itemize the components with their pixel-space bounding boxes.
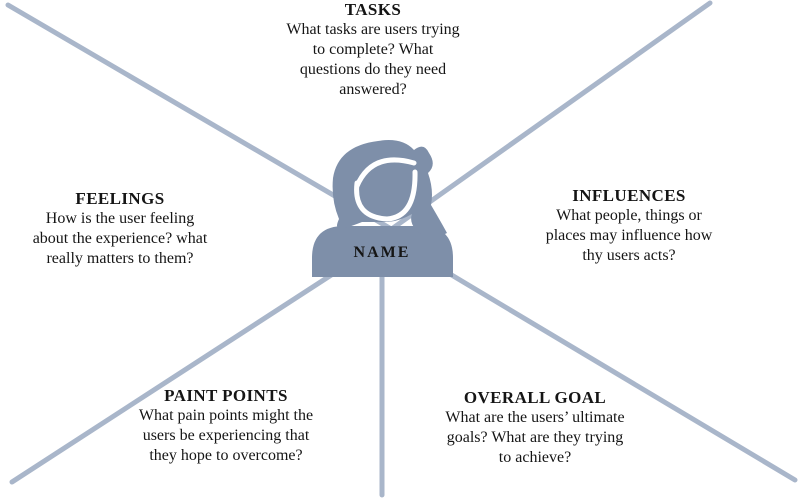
section-tasks-line: questions do they need <box>299 61 447 78</box>
section-overall-goal-line: goals? What are they trying <box>446 429 624 446</box>
section-overall-goal: OVERALL GOAL What are the users’ ultimat… <box>404 388 666 468</box>
ray-top-left <box>5 2 396 233</box>
section-tasks-line: What tasks are users trying <box>286 21 460 38</box>
avatar-torso <box>312 226 453 277</box>
section-influences-line: thy users acts? <box>582 247 676 264</box>
avatar-fringe <box>354 157 417 189</box>
section-influences-heading: INFLUENCES <box>572 186 686 205</box>
section-feelings-line: really matters to them? <box>46 250 194 267</box>
section-feelings-line: about the experience? what <box>32 230 208 247</box>
section-overall-goal-line: to achieve? <box>498 449 572 466</box>
section-pain-points-line: they hope to overcome? <box>149 447 303 464</box>
section-tasks-line: to complete? What <box>312 41 434 58</box>
avatar-face-outline <box>354 169 418 222</box>
section-pain-points-heading: PAINT POINTS <box>164 386 288 405</box>
section-pain-points-line: What pain points might the <box>138 407 314 424</box>
section-pain-points: PAINT POINTS What pain points might the … <box>95 386 357 466</box>
section-feelings-heading: FEELINGS <box>75 189 165 208</box>
section-influences-line: What people, things or <box>556 207 702 224</box>
persona-name-label: NAME <box>353 244 411 261</box>
section-feelings: FEELINGS How is the user feeling about t… <box>0 189 240 269</box>
section-overall-goal-line: What are the users’ ultimate <box>445 409 625 426</box>
ray-bottom-right <box>390 237 798 483</box>
section-feelings-line: How is the user feeling <box>45 210 195 227</box>
section-influences-line: places may influence how <box>545 227 713 244</box>
avatar-hair <box>332 140 447 238</box>
section-tasks-heading: TASKS <box>344 0 402 19</box>
section-tasks-line: answered? <box>339 81 407 98</box>
section-pain-points-line: users be experiencing that <box>142 427 310 444</box>
persona-avatar-icon <box>312 140 453 277</box>
section-overall-goal-heading: OVERALL GOAL <box>463 388 607 407</box>
ray-top-right <box>390 0 713 231</box>
section-tasks: TASKS What tasks are users trying to com… <box>237 0 509 100</box>
section-influences: INFLUENCES What people, things or places… <box>503 186 755 266</box>
connector-rays <box>5 0 798 498</box>
